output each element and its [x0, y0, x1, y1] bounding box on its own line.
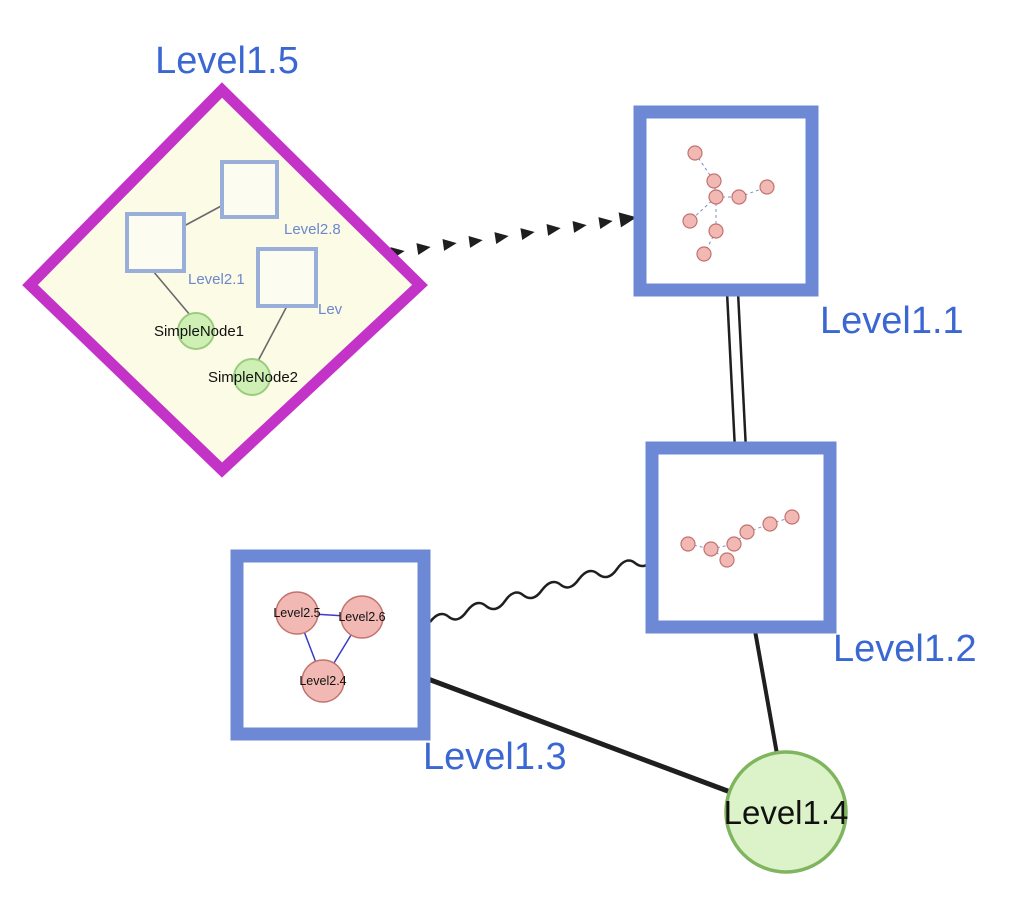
node-level1-2[interactable]: Level1.2: [645, 441, 977, 670]
node-level1-1[interactable]: Level1.1: [633, 105, 964, 342]
inner-edge-square-left-square-top[interactable]: [183, 204, 224, 227]
level1-1-mini-graph: [682, 145, 775, 262]
edge-double-level11-level12[interactable]: [725, 291, 748, 451]
top-level-edges: [390, 212, 779, 796]
level1-3-label: Level1.3: [423, 736, 567, 778]
mini-node[interactable]: [680, 536, 696, 552]
inner-edge-square-left-simplenode1[interactable]: [152, 270, 191, 316]
mini-node[interactable]: [706, 173, 722, 189]
level2-5-label: Level2.5: [273, 606, 320, 620]
mini-node[interactable]: [739, 524, 755, 540]
level2-6-node[interactable]: [340, 595, 384, 639]
level1-3-mini-graph: Level2.5 Level2.6 Level2.4: [273, 591, 386, 703]
level1-5-label: Level1.5: [155, 40, 299, 82]
level1-2-mini-graph: [680, 509, 800, 568]
mini-node[interactable]: [682, 213, 698, 229]
inner-edge-square-right-simplenode2[interactable]: [257, 305, 288, 362]
level1-4-label: Level1.4: [724, 794, 849, 831]
mini-node[interactable]: [731, 189, 747, 205]
mini-node[interactable]: [696, 246, 712, 262]
level2-4-label: Level2.4: [299, 674, 346, 688]
inner-square-left[interactable]: [125, 212, 186, 273]
level1-4-circle[interactable]: [724, 750, 848, 874]
mini-node[interactable]: [708, 223, 724, 239]
edge-double-line-2[interactable]: [736, 291, 748, 451]
simple-node-1[interactable]: [177, 312, 215, 350]
level1-2-label: Level1.2: [833, 628, 977, 670]
level1-1-label: Level1.1: [820, 300, 964, 342]
edge-level13-level14[interactable]: [419, 673, 734, 796]
diamond-shape[interactable]: [22, 82, 428, 478]
simple-node-2[interactable]: [233, 358, 271, 396]
mini-edge[interactable]: [703, 230, 717, 255]
level1-3-box[interactable]: [230, 549, 431, 741]
mini-node[interactable]: [719, 552, 735, 568]
mini-node[interactable]: [708, 189, 724, 205]
simple-node-1-label: SimpleNode1: [154, 323, 244, 340]
mini-node[interactable]: [726, 536, 742, 552]
mini-node[interactable]: [784, 509, 800, 525]
mini-node[interactable]: [762, 516, 778, 532]
inner-square-left-label: Level2.1: [188, 271, 245, 288]
edge-dashed-arrow-level15-level11[interactable]: [390, 212, 637, 259]
mini-node[interactable]: [687, 145, 703, 161]
level2-5-node[interactable]: [275, 591, 319, 635]
level2-4-node[interactable]: [301, 659, 345, 703]
edge-double-line-1[interactable]: [725, 291, 737, 451]
level2-6-label: Level2.6: [338, 610, 385, 624]
mini-node[interactable]: [703, 541, 719, 557]
level1-1-box[interactable]: [633, 105, 819, 297]
inner-square-right[interactable]: [256, 247, 318, 308]
edge-level12-level14[interactable]: [752, 624, 779, 755]
node-level1-4[interactable]: Level1.4: [724, 750, 849, 874]
node-level1-3[interactable]: Level2.5 Level2.6 Level2.4 Level1.3: [230, 549, 567, 778]
inner-square-top[interactable]: [220, 160, 279, 219]
inner-square-top-label: Level2.8: [284, 221, 341, 238]
simple-node-2-label: SimpleNode2: [208, 369, 298, 386]
edge-wavy-level13-level12[interactable]: [429, 557, 656, 623]
level1-2-box[interactable]: [645, 441, 837, 634]
inner-square-right-label: Lev: [318, 301, 343, 318]
node-level1-5[interactable]: Level2.8 Level2.1 Lev SimpleNode1 Simple…: [22, 40, 428, 478]
mini-node[interactable]: [759, 179, 775, 195]
